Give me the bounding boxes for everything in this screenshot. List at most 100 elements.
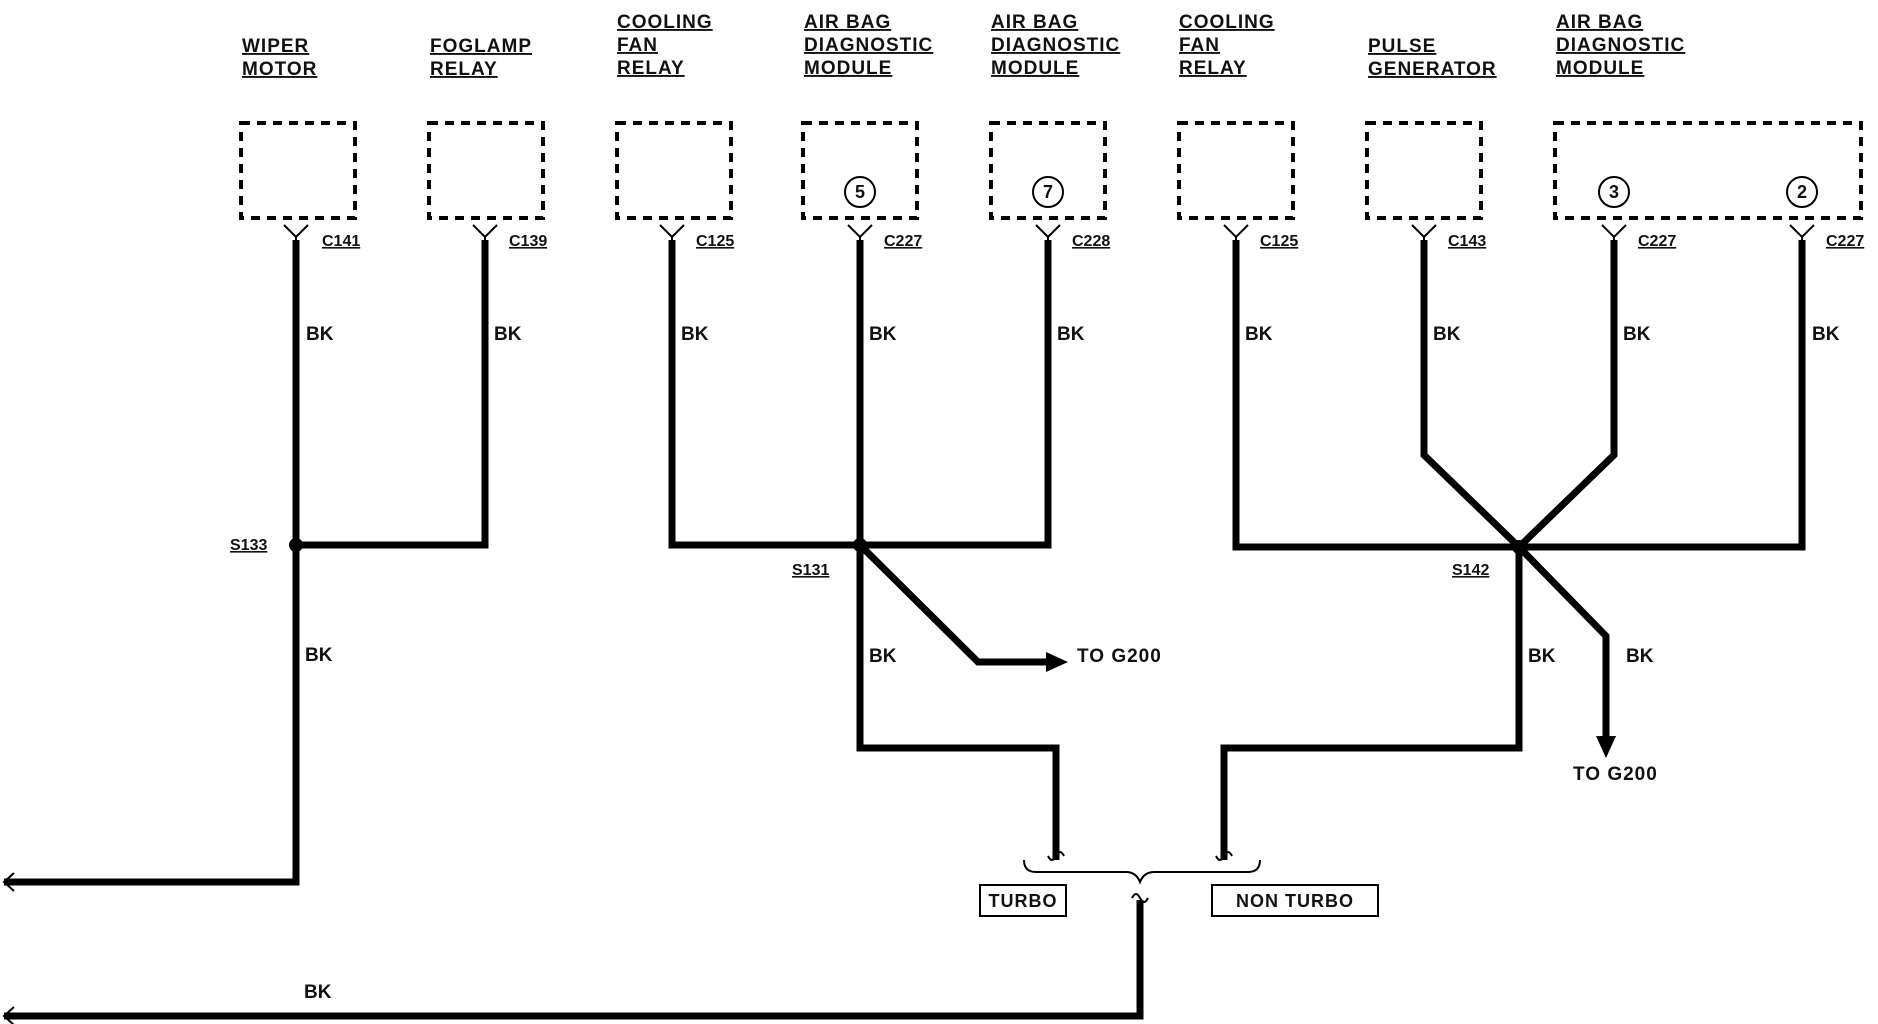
- wire-cooling-fan-relay-2: [1232, 240, 1519, 551]
- wire-s133-to-left: [4, 545, 300, 886]
- pin-2-marker: 2: [1786, 176, 1818, 208]
- svg-text:COOLING: COOLING: [1179, 12, 1275, 33]
- svg-text:NON TURBO: NON TURBO: [1236, 891, 1354, 911]
- svg-text:3: 3: [1609, 182, 1619, 202]
- arrow-right-icon: [1046, 652, 1068, 672]
- wire-color-label: BK: [681, 324, 709, 345]
- pin-5-marker: 5: [844, 176, 876, 208]
- splice-s131-label: S131: [792, 562, 829, 579]
- wire-s131-to-turbo: [856, 545, 1060, 860]
- svg-text:RELAY: RELAY: [1179, 58, 1247, 79]
- svg-text:DIAGNOSTIC: DIAGNOSTIC: [991, 35, 1120, 56]
- wire-color-label: BK: [1812, 324, 1840, 345]
- connector-c139-label: C139: [509, 233, 547, 250]
- splice-s131: [853, 538, 867, 552]
- wire-color-label: BK: [1626, 646, 1654, 667]
- non-turbo-terminal: [1215, 851, 1233, 861]
- pulse-generator-box: [1365, 121, 1483, 220]
- connector-c141-label: C141: [322, 233, 360, 250]
- pin-7-marker: 7: [1032, 176, 1064, 208]
- svg-text:RELAY: RELAY: [430, 59, 498, 80]
- svg-text:GENERATOR: GENERATOR: [1368, 59, 1497, 80]
- connector-c125-label: C125: [696, 233, 734, 250]
- pin-3-marker: 3: [1598, 176, 1630, 208]
- splice-s133: [289, 538, 303, 552]
- wire-s131-to-g200: [857, 542, 1048, 666]
- arrow-down-icon: [1596, 736, 1616, 758]
- wire-color-label: BK: [869, 646, 897, 667]
- component-foglamp-relay-title: FOGLAMP RELAY: [430, 36, 532, 80]
- foglamp-relay-box: [427, 121, 545, 220]
- svg-text:PULSE: PULSE: [1368, 36, 1436, 57]
- svg-text:AIR BAG: AIR BAG: [1556, 12, 1643, 33]
- wires: [4, 240, 1806, 1020]
- component-pulse-generator-title: PULSE GENERATOR: [1368, 36, 1497, 80]
- wire-s142-to-non-turbo: [1220, 547, 1523, 860]
- wire-color-label: BK: [1623, 324, 1651, 345]
- component-wiper-motor-title: WIPER MOTOR: [242, 36, 317, 80]
- connector-c228-label: C228: [1072, 233, 1110, 250]
- wire-cooling-fan-relay-1: [668, 240, 860, 549]
- wiper-motor-box: [239, 121, 357, 220]
- svg-text:FAN: FAN: [617, 35, 658, 56]
- component-air-bag-diagnostic-module-title: AIR BAG DIAGNOSTIC MODULE: [1556, 12, 1685, 79]
- common-terminal: [1131, 893, 1149, 903]
- wire-color-label: BK: [1245, 324, 1273, 345]
- svg-text:WIPER: WIPER: [242, 36, 309, 57]
- component-cooling-fan-relay-title: COOLING FAN RELAY: [617, 12, 713, 79]
- wire-color-label: BK: [494, 324, 522, 345]
- splice-s133-label: S133: [230, 537, 267, 554]
- wire-color-labels: BK BK BK BK BK BK BK BK BK BK BK BK BK B…: [304, 324, 1840, 1003]
- svg-text:MODULE: MODULE: [1556, 58, 1644, 79]
- splice-s142: [1512, 540, 1526, 554]
- wire-color-label: BK: [304, 982, 332, 1003]
- turbo-terminal: [1047, 851, 1065, 861]
- wire-color-label: BK: [1433, 324, 1461, 345]
- wire-option-common-to-left: [4, 900, 1144, 1020]
- option-turbo: TURBO: [979, 884, 1067, 917]
- svg-text:AIR BAG: AIR BAG: [991, 12, 1078, 33]
- connector-labels: C141 C139 C125 C227 C228 C125 C143 C227 …: [322, 233, 1864, 250]
- wire-air-bag-module-pin3: [1516, 240, 1618, 550]
- svg-text:MODULE: MODULE: [804, 58, 892, 79]
- wire-color-label: BK: [306, 324, 334, 345]
- svg-text:MODULE: MODULE: [991, 58, 1079, 79]
- ground-g200-label: TO G200: [1573, 764, 1658, 785]
- wire-s142-to-g200: [1516, 544, 1610, 738]
- wire-color-label: BK: [1528, 646, 1556, 667]
- wire-color-label: BK: [1057, 324, 1085, 345]
- air-bag-module-box: [801, 121, 919, 220]
- ground-g200-label: TO G200: [1077, 646, 1162, 667]
- air-bag-module-box: [1553, 121, 1863, 220]
- connector-c227-label: C227: [1638, 233, 1676, 250]
- svg-text:FAN: FAN: [1179, 35, 1220, 56]
- svg-text:5: 5: [855, 182, 865, 202]
- svg-text:FOGLAMP: FOGLAMP: [430, 36, 532, 57]
- svg-text:DIAGNOSTIC: DIAGNOSTIC: [804, 35, 933, 56]
- component-air-bag-diagnostic-module-title: AIR BAG DIAGNOSTIC MODULE: [991, 12, 1120, 79]
- wire-color-label: BK: [305, 645, 333, 666]
- svg-text:2: 2: [1797, 182, 1807, 202]
- arrow-left-icon: [2, 1006, 15, 1024]
- splice-s142-label: S142: [1452, 562, 1489, 579]
- arrow-left-icon: [2, 872, 15, 892]
- air-bag-module-box: [989, 121, 1107, 220]
- option-non-turbo: NON TURBO: [1211, 884, 1379, 917]
- connector-c125-label: C125: [1260, 233, 1298, 250]
- cooling-fan-relay-box: [615, 121, 733, 220]
- wire-foglamp-relay: [296, 240, 489, 549]
- connector-c143-label: C143: [1448, 233, 1486, 250]
- svg-text:COOLING: COOLING: [617, 12, 713, 33]
- svg-text:DIAGNOSTIC: DIAGNOSTIC: [1556, 35, 1685, 56]
- svg-text:AIR BAG: AIR BAG: [804, 12, 891, 33]
- connector-c227-label: C227: [884, 233, 922, 250]
- svg-text:RELAY: RELAY: [617, 58, 685, 79]
- component-cooling-fan-relay-title: COOLING FAN RELAY: [1179, 12, 1275, 79]
- component-air-bag-diagnostic-module-title: AIR BAG DIAGNOSTIC MODULE: [804, 12, 933, 79]
- svg-text:TURBO: TURBO: [989, 891, 1058, 911]
- connector-c227-label: C227: [1826, 233, 1864, 250]
- wire-air-bag-module-c228: [860, 240, 1052, 549]
- cooling-fan-relay-box: [1177, 121, 1295, 220]
- svg-text:MOTOR: MOTOR: [242, 59, 317, 80]
